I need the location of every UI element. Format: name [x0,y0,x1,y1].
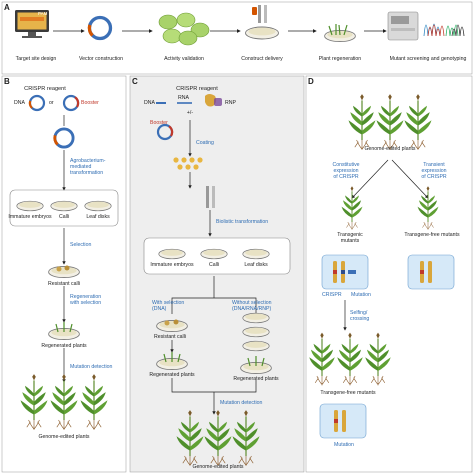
c-with-sel-line2: (DNA) [152,306,167,312]
panel-b-graphics [1,75,127,473]
panel-c-graphics [129,75,305,473]
b-regen-line2: with selection [70,300,102,306]
c-resistant-calli: Resistant calli [153,334,187,340]
step-activity-validation: Activity validation [164,56,204,62]
panel-d-graphics [305,75,473,473]
d-constitutive-line1: Constitutive [332,162,360,168]
d-transient-line3: of CRISPR [421,174,447,180]
b-resistant-calli: Resistant calli [47,281,81,287]
d-selfing-line2: crossing [350,316,370,322]
c-coating: Coating [196,140,214,146]
b-agro-line3: transformation [70,170,104,176]
d-transgenic-line1: Transgenic [337,232,363,238]
c-biolistic: Biolistic transformation [216,219,269,225]
panel-label-d: D [308,77,314,86]
d-transgene-free: Transgene-free mutants [404,232,460,238]
step-target-site-design: Target site design [15,56,57,62]
d-mutation-key-2: Mutation [334,442,354,448]
c-without-sel-line2: (DNA/RNA/RNP) [232,306,272,312]
b-agro-line1: Agrobacterium- [70,158,106,164]
b-mutation-detection: Mutation detection [70,364,113,370]
b-booster-label: Booster [81,100,99,106]
panel-label-b: B [4,77,10,86]
c-rnp-label: RNP [225,100,236,106]
c-regenerated-left: Regenerated plants [149,372,195,378]
d-constitutive-line2: expression [333,168,359,174]
c-explant-calli: Calli [208,262,220,268]
b-explant-leaf: Leaf disks [86,214,110,220]
b-explant-calli: Calli [58,214,70,220]
step-plant-regeneration: Plant regeneration [318,56,362,62]
d-selfing-line1: Selfing/ [350,310,368,316]
c-explant-leaf: Leaf disks [244,262,268,268]
step-construct-delivery: Construct delivery [241,56,283,62]
c-without-sel-line1: Without selection [232,300,272,306]
c-plusminus: +/- [186,110,194,116]
panel-a-graphics [1,1,473,75]
c-genome-edited: Genome-edited plants [192,464,244,470]
d-transgene-free-2: Transgene-free mutants [320,390,376,396]
panel-label-a: A [4,3,10,12]
d-genome-edited: Genome-edited plants [364,146,416,152]
b-crispr-reagent: CRISPR reagent [24,86,66,92]
d-transient-line2: expression [421,168,447,174]
panel-label-c: C [132,77,138,86]
c-crispr-reagent: CRISPR reagent [176,86,218,92]
b-agro-line2: mediated [70,164,92,170]
c-dna-label: DNA [144,100,155,106]
c-booster-label: Booster [150,120,168,126]
c-mutation-detection: Mutation detection [220,400,263,406]
d-transient-line1: Transient [423,162,445,168]
b-regen-line1: Regeneration [70,294,102,300]
b-regenerated-plants: Regenerated plants [41,343,87,349]
b-dna-label: DNA [14,100,25,106]
c-regenerated-right: Regenerated plants [233,376,279,382]
d-constitutive-line3: of CRISPR [333,174,359,180]
c-rna-label: RNA [178,95,189,101]
b-or-label: or [49,100,54,106]
c-with-sel-line1: With selection [152,300,185,306]
step-vector-construction: Vector construction [78,56,124,62]
b-explant-embryos: Immature embryos [8,214,52,220]
step-mutant-screening: Mutant screening and genotyping [389,56,467,62]
d-crispr-key: CRISPR [322,292,342,298]
pam-label: PAM [38,11,48,16]
d-transgenic-line2: mutants [340,238,360,244]
c-explant-embryos: Immature embryos [150,262,194,268]
b-selection: Selection [70,242,92,248]
b-genome-edited: Genome-edited plants [38,434,90,440]
d-mutation-key: Mutation [351,292,371,298]
